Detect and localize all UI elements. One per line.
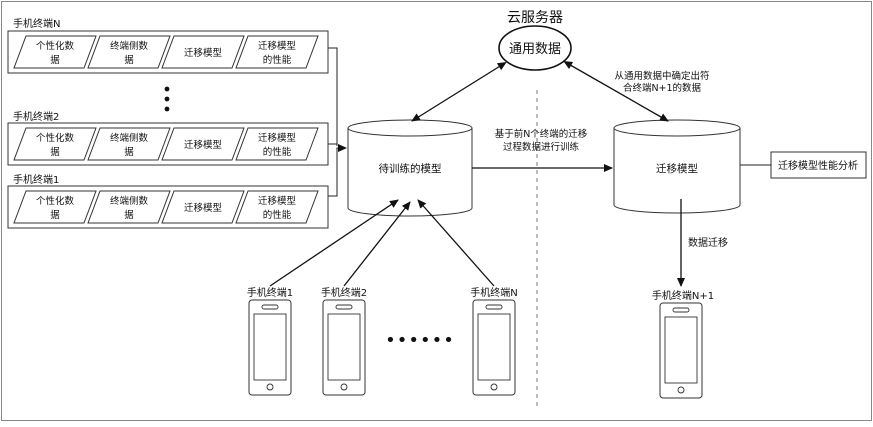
cell-migration-model: 迁移模型 bbox=[184, 202, 223, 214]
cell-terminal-side-data: 终端侧数 bbox=[110, 132, 149, 144]
cell-model-performance-2: 的性能 bbox=[263, 146, 292, 158]
cloud-server-title: 云服务器 bbox=[507, 10, 563, 26]
training-basis-label: 基于前N个终端的迁移 bbox=[495, 128, 588, 140]
terminal-1-cells: 个性化数 据 终端侧数 据 迁移模型 迁移模型 的性能 bbox=[13, 190, 319, 224]
terminal-2-cells: 个性化数 据 终端侧数 据 迁移模型 迁移模型 的性能 bbox=[13, 127, 319, 161]
cell-migration-model: 迁移模型 bbox=[184, 139, 223, 151]
connector-terminal-1 bbox=[328, 144, 347, 197]
performance-analysis-label: 迁移模型性能分析 bbox=[778, 159, 858, 172]
phone-n-icon bbox=[472, 299, 516, 396]
terminal-n-box bbox=[7, 30, 329, 74]
terminal-2-label: 手机终端2 bbox=[13, 110, 59, 123]
phone-1-arrow bbox=[269, 199, 399, 287]
terminal-1-box bbox=[7, 185, 329, 229]
cell-terminal-side-data: 终端侧数 bbox=[110, 195, 149, 207]
terminal-n1-label: 手机终端N+1 bbox=[652, 289, 714, 302]
cell-model-performance: 迁移模型 bbox=[258, 132, 297, 144]
train-model-label: 待训练的模型 bbox=[379, 162, 442, 175]
connector-terminal-n bbox=[328, 47, 338, 146]
migration-model-label: 迁移模型 bbox=[656, 162, 698, 175]
phone-2-icon bbox=[322, 299, 366, 396]
ellipsis-dot bbox=[164, 86, 170, 92]
cloud-to-migration-arrow bbox=[563, 61, 669, 122]
cell-personal-data-2: 据 bbox=[50, 54, 60, 66]
cell-terminal-side-data-2: 据 bbox=[124, 209, 134, 221]
cell-model-performance-2: 的性能 bbox=[263, 209, 292, 221]
training-basis-label-2: 过程数据进行训练 bbox=[503, 141, 580, 153]
phones-ellipsis: •••••• bbox=[385, 330, 455, 351]
terminal-n-cells: 个性化数 据 终端侧数 据 迁移模型 迁移模型 的性能 bbox=[13, 35, 319, 69]
train-model-cylinder bbox=[347, 119, 473, 217]
cell-personal-data-2: 据 bbox=[50, 209, 60, 221]
phone-n1-icon bbox=[659, 302, 703, 399]
terminal-1-label: 手机终端1 bbox=[13, 173, 59, 186]
cell-terminal-side-data-2: 据 bbox=[124, 54, 134, 66]
cell-migration-model: 迁移模型 bbox=[184, 47, 223, 59]
phone-1-label: 手机终端1 bbox=[247, 286, 293, 299]
cell-model-performance: 迁移模型 bbox=[258, 40, 297, 52]
cloud-node bbox=[498, 25, 572, 71]
cell-terminal-side-data-2: 据 bbox=[124, 146, 134, 158]
phone-1-icon bbox=[248, 299, 292, 396]
terminal-n-label: 手机终端N bbox=[13, 17, 60, 30]
ellipsis-dot bbox=[164, 96, 170, 102]
phone-2-label: 手机终端2 bbox=[321, 286, 367, 299]
cell-personal-data: 个性化数 bbox=[36, 132, 75, 144]
ellipsis-dot bbox=[164, 106, 170, 112]
cell-personal-data-2: 据 bbox=[50, 146, 60, 158]
cell-personal-data: 个性化数 bbox=[36, 195, 75, 207]
cell-personal-data: 个性化数 bbox=[36, 40, 75, 52]
select-data-note: 从通用数据中确定出符 bbox=[614, 70, 709, 82]
phone-2-arrow bbox=[343, 201, 411, 287]
general-data-label: 通用数据 bbox=[509, 42, 561, 57]
cloud-to-train-arrow bbox=[411, 61, 507, 122]
phone-n-label: 手机终端N bbox=[470, 286, 517, 299]
data-migration-label: 数据迁移 bbox=[688, 236, 728, 249]
cell-terminal-side-data: 终端侧数 bbox=[110, 40, 149, 52]
cell-model-performance-2: 的性能 bbox=[263, 54, 292, 66]
phone-n-arrow bbox=[417, 199, 495, 287]
migration-model-cylinder bbox=[613, 119, 741, 214]
cell-model-performance: 迁移模型 bbox=[258, 195, 297, 207]
select-data-note-2: 合终端N+1的数据 bbox=[623, 82, 702, 94]
